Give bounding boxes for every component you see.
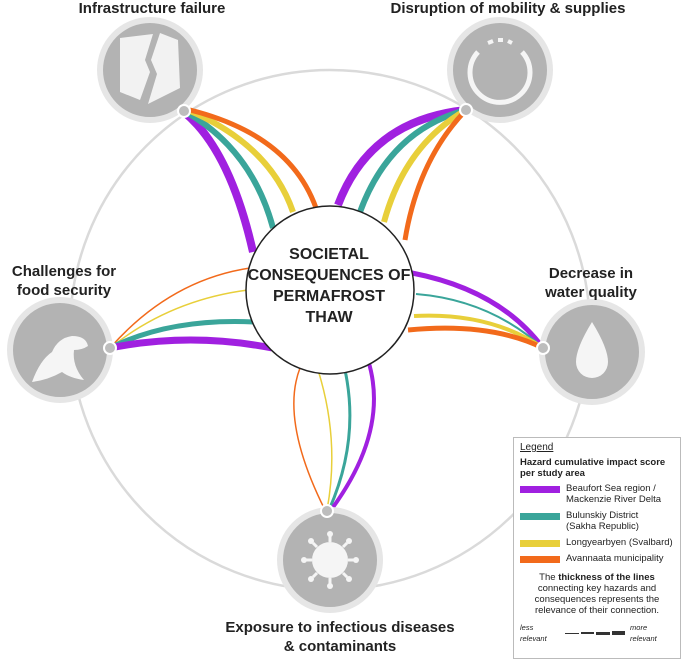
scale-bar-2 [580,632,595,634]
legend-title: Legend [520,442,554,453]
legend-note: The thickness of the lines connecting ke… [520,572,674,616]
water-drop-icon [576,322,608,378]
link-food-avannaata [109,267,251,349]
legend-item-label: Avannaata municipality [566,553,664,564]
dot-food [103,341,117,355]
legend-item: Longyearbyen (Svalbard) [520,537,674,548]
link-infra-bulunskiy [184,109,276,229]
label-food-line2: food security [16,282,112,299]
center-title: SOCIETAL CONSEQUENCES OF PERMAFROST THAW [244,244,414,328]
connections [108,106,546,512]
legend-item: Beaufort Sea region / Mackenzie River De… [520,483,674,505]
link-food-longyear [109,289,249,349]
virus-icon [301,531,359,589]
dot-infrastructure [177,104,191,118]
label-water-line2: water quality [545,284,637,301]
broken-ring-icon [467,38,533,105]
link-disease-bulunskiy [327,369,352,511]
legend-item: Bulunskiy District (Sakha Republic) [520,510,674,532]
label-water: Decrease in water quality [532,264,650,302]
dot-mobility [459,103,473,117]
legend-note-post: connecting key hazards and consequences … [534,583,660,616]
link-disease-longyear [317,369,333,511]
link-mob-longyear [381,107,468,223]
link-mob-bulunskiy [357,107,467,214]
node-infrastructure [97,17,203,123]
link-water-avannaata [407,325,545,351]
label-food: Challenges for food security [0,262,128,300]
center-circle [245,205,415,375]
legend-items: Beaufort Sea region / Mackenzie River De… [520,483,674,564]
scale-bar-1 [565,632,579,634]
legend-note-bold: thickness of the lines [558,572,655,583]
link-infra-beaufort [181,108,257,253]
link-mob-beaufort [334,106,467,207]
link-food-bulunskiy [108,319,255,351]
label-disease-line2: & contaminants [283,638,397,655]
legend-swatch [520,486,560,493]
label-infrastructure: Infrastructure failure [78,0,226,17]
center-line3: PERMAFROST [273,288,385,305]
legend-swatch [520,513,560,520]
link-disease-avannaata [293,367,326,511]
label-disease: Exposure to infectious diseases & contam… [170,618,510,656]
scale-bar-3 [596,631,610,635]
link-food-beaufort [109,336,273,352]
legend-item-label: Bulunskiy District (Sakha Republic) [566,510,639,532]
dot-disease [320,504,334,518]
legend-scale: less relevant more relevant [520,622,674,644]
link-mob-avannaata [402,108,468,241]
label-water-line1: Decrease in [548,265,634,282]
legend-swatch [520,540,560,547]
link-disease-beaufort [329,359,376,512]
scale-more-label: more relevant [630,623,657,643]
node-water [539,299,645,405]
legend-note-pre: The [539,572,559,583]
node-food [7,297,113,403]
link-water-beaufort [411,270,546,350]
dot-water [536,341,550,355]
center-line2: CONSEQUENCES OF [247,267,411,284]
legend-subtitle: Hazard cumulative impact score per study… [520,457,666,479]
legend: Legend Hazard cumulative impact score pe… [513,437,681,659]
link-water-bulunskiy [415,293,544,349]
node-mobility [447,17,553,123]
scale-less-label: less relevant [520,623,547,643]
node-disease [277,507,383,613]
center-line4: THAW [305,309,353,326]
link-infra-longyear [186,107,296,213]
label-disease-line1: Exposure to infectious diseases [225,619,455,636]
seal-icon [32,336,88,382]
link-infra-avannaata [189,107,319,209]
label-food-line1: Challenges for [11,263,117,280]
legend-swatch [520,556,560,563]
legend-item: Avannaata municipality [520,553,674,564]
legend-item-label: Longyearbyen (Svalbard) [566,537,673,548]
cracked-wall-icon [120,34,153,100]
scale-bar-4 [611,631,626,635]
center-line1: SOCIETAL [289,246,369,263]
label-mobility: Disruption of mobility & supplies [390,0,626,17]
legend-item-label: Beaufort Sea region / Mackenzie River De… [566,483,662,505]
